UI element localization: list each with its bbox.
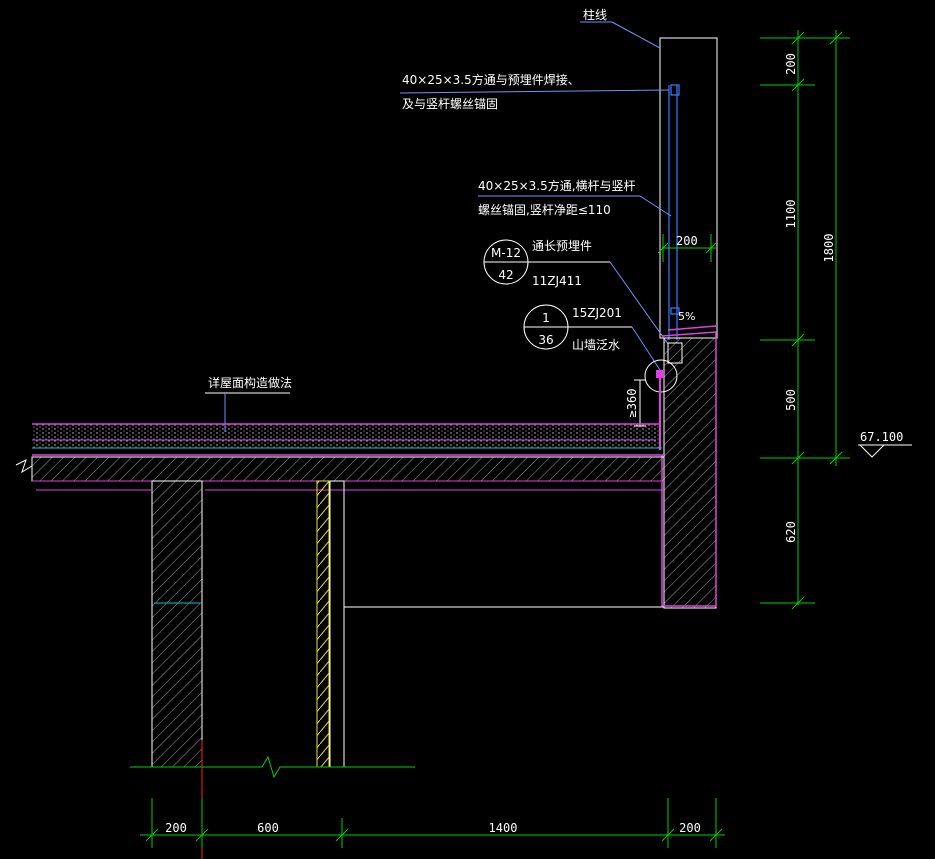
break-line xyxy=(130,755,415,779)
rail-top-text-1: 40×25×3.5方通与预埋件焊接、 xyxy=(402,72,580,87)
callout-1-top: M-12 xyxy=(491,246,521,260)
dim-top-200: 200 xyxy=(676,234,698,248)
wall-desc: 山墙泛水 xyxy=(572,338,620,352)
roof-layers xyxy=(32,423,664,456)
dim-right-620: 620 xyxy=(784,521,798,543)
rail-top-leader xyxy=(399,89,670,94)
min-height-text: ≥360 xyxy=(625,389,639,418)
railing xyxy=(668,84,680,340)
elevation-mark xyxy=(858,444,912,458)
embed-ref: 11ZJ411 xyxy=(532,274,582,288)
callout-2-top: 1 xyxy=(542,311,550,325)
callout-1 xyxy=(483,239,669,345)
rail-mid-text-2: 螺丝锚固,竖杆净距≤110 xyxy=(478,202,611,217)
brick-wall xyxy=(316,480,345,768)
dim-right-total-1800: 1800 xyxy=(822,234,836,263)
elevation-text: 67.100 xyxy=(860,430,903,444)
callout-1-bottom: 42 xyxy=(498,268,513,282)
parapet-wall xyxy=(661,331,717,609)
dim-bottom-200-left: 200 xyxy=(165,821,187,835)
left-beam xyxy=(36,480,664,768)
right-dimension-chain xyxy=(760,30,850,610)
pillar-line-label: 柱线 xyxy=(583,7,607,22)
callout-2 xyxy=(523,304,661,371)
roof-detail-label: 详屋面构造做法 xyxy=(208,375,292,390)
dim-right-200: 200 xyxy=(784,53,798,75)
dim-bottom-1400: 1400 xyxy=(489,821,518,835)
dim-bottom-600: 600 xyxy=(257,821,279,835)
top-small-dimension xyxy=(657,234,717,262)
flashing-marker xyxy=(656,370,664,378)
dim-right-1100: 1100 xyxy=(784,200,798,229)
callout-2-bottom: 36 xyxy=(538,333,553,347)
embed-label: 通长预埋件 xyxy=(532,239,592,253)
rail-mid-text-1: 40×25×3.5方通,横杆与竖杆 xyxy=(478,178,636,193)
wall-ref: 15ZJ201 xyxy=(572,306,622,320)
rail-top-text-2: 及与竖杆螺丝锚固 xyxy=(402,96,498,111)
dim-right-500: 500 xyxy=(784,389,798,411)
roof-slab xyxy=(15,456,665,482)
slope-label: 5% xyxy=(678,310,695,323)
dim-bottom-200-right: 200 xyxy=(679,821,701,835)
bottom-dimension-chain xyxy=(140,798,725,848)
pillar-leader xyxy=(611,21,661,49)
